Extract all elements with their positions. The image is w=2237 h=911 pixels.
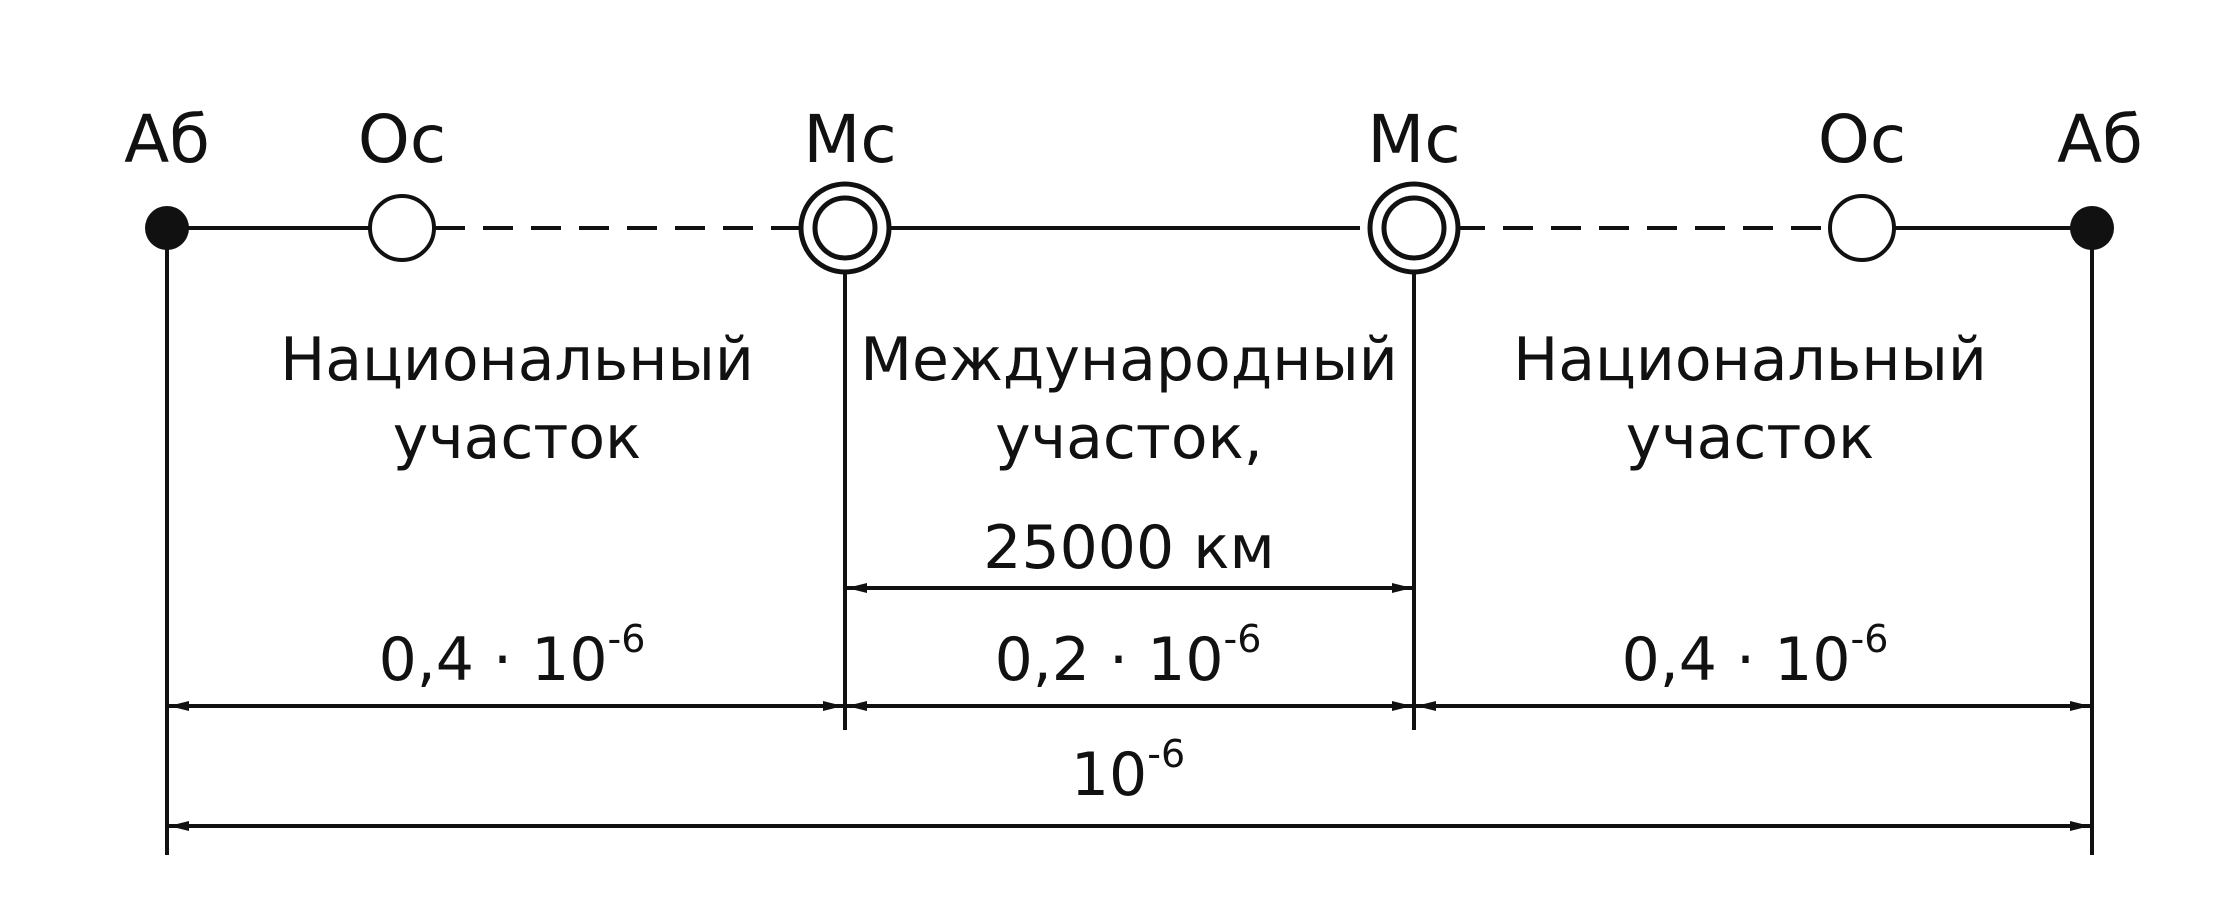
section-national-right-line1: Национальный [1513, 325, 1987, 395]
node-label-ab-left: Аб [124, 101, 210, 178]
distance-label: 25000 км [983, 513, 1274, 583]
international-node-right [1367, 181, 1461, 275]
dimension-label-total: 10-6 [1071, 732, 1185, 810]
dimension-label-national-left: 0,4 · 10-6 [379, 617, 646, 695]
node-label-os-left: Ос [358, 101, 446, 178]
node-label-mc-right: Мс [1367, 101, 1460, 178]
section-national-right-line2: участок [1626, 403, 1875, 473]
dimension-label-national-right: 0,4 · 10-6 [1622, 617, 1889, 695]
exchange-node-right [1828, 194, 1896, 262]
section-international-line1: Международный [860, 325, 1398, 395]
exchange-node-left [368, 194, 436, 262]
section-international-line2: участок, [995, 403, 1263, 473]
node-label-ab-right: Аб [2057, 101, 2143, 178]
subscriber-node-left [145, 206, 189, 250]
section-national-left-line1: Национальный [280, 325, 754, 395]
subscriber-node-right [2070, 206, 2114, 250]
node-label-mc-left: Мс [803, 101, 896, 178]
section-national-left-line2: участок [393, 403, 642, 473]
international-node-left [798, 181, 892, 275]
node-label-os-right: Ос [1818, 101, 1906, 178]
dimension-label-international: 0,2 · 10-6 [995, 617, 1262, 695]
